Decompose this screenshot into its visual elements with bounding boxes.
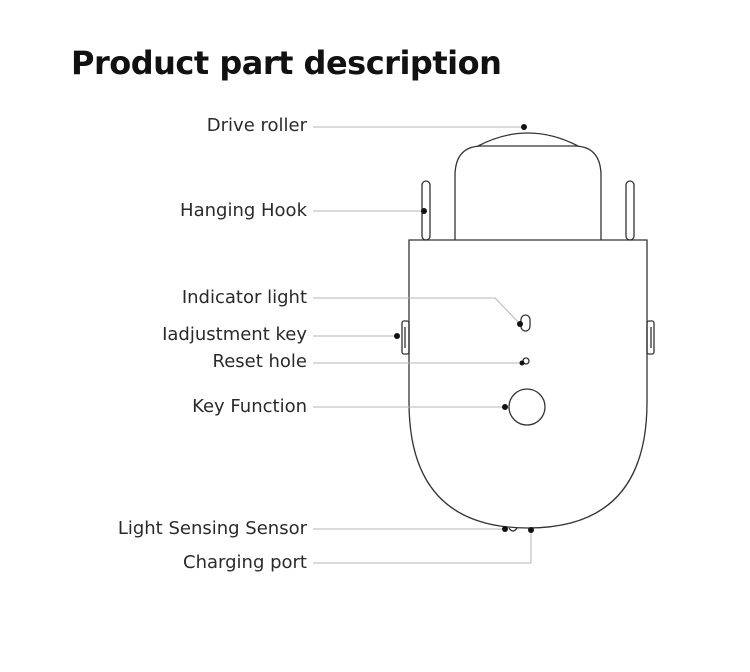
- adjustment-key-left: [401, 320, 410, 355]
- dot-drive-roller: [521, 124, 527, 130]
- hanging-hook-right: [625, 180, 635, 241]
- dot-key-function: [502, 404, 508, 410]
- page-title: Product part description: [71, 44, 502, 82]
- label-reset-hole: Reset hole: [212, 351, 308, 372]
- dot-adjustment-key: [394, 333, 400, 339]
- device-main-body: [408, 239, 648, 529]
- device-upper-body: [454, 145, 602, 240]
- label-adjustment-key: Iadjustment key: [162, 324, 307, 345]
- label-hanging-hook: Hanging Hook: [180, 200, 307, 221]
- light-sensor-part: [508, 527, 518, 532]
- dot-reset-hole: [519, 360, 525, 366]
- dot-charging-port: [528, 527, 534, 533]
- label-key-function: Key Function: [192, 396, 307, 417]
- key-function-button: [508, 388, 546, 426]
- label-light-sensing-sensor: Light Sensing Sensor: [117, 518, 307, 539]
- adjustment-key-right: [646, 320, 655, 355]
- label-drive-roller: Drive roller: [206, 115, 307, 136]
- drive-roller-part: [477, 132, 579, 147]
- label-charging-port: Charging port: [183, 552, 307, 573]
- dot-hanging-hook: [421, 208, 427, 214]
- dot-light-sensor: [502, 526, 508, 532]
- label-indicator-light: Indicator light: [181, 287, 307, 308]
- dot-indicator-light: [517, 321, 523, 327]
